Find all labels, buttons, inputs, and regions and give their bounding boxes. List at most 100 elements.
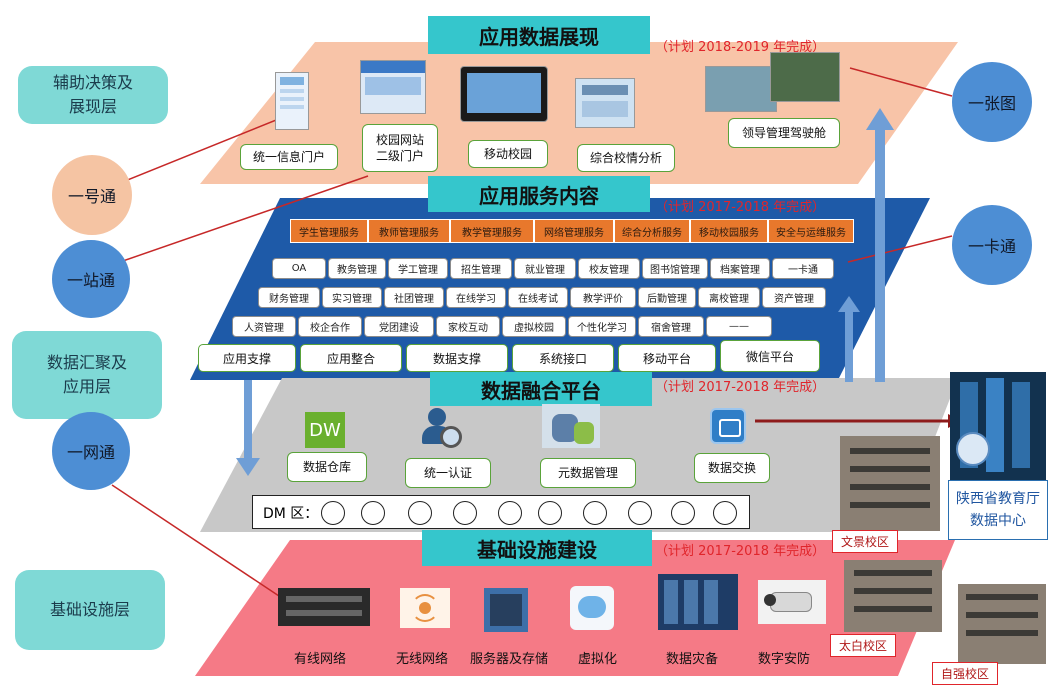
dm-slot — [538, 501, 562, 525]
campus-taibai: 太白校区 — [830, 634, 897, 657]
fusion-plane — [200, 378, 958, 532]
infra-wired: 有线网络 — [294, 652, 347, 667]
app-cell: 教学评价 — [570, 287, 636, 308]
service-tag: 教学管理服务 — [450, 219, 534, 243]
circle-yikatong: 一卡通 — [952, 205, 1032, 285]
dw-icon: DW — [305, 412, 345, 448]
dm-label: DM 区： — [263, 506, 319, 522]
service-tag: 网络管理服务 — [534, 219, 614, 243]
camera-icon — [758, 580, 826, 624]
campus-ziqiang: 自强校区 — [932, 662, 999, 685]
cockpit-photo-thumbnail — [770, 52, 840, 102]
plan-fusion: （计划 2017-2018 年完成） — [655, 380, 826, 395]
service-tag: 移动校园服务 — [690, 219, 768, 243]
app-cell: 离校管理 — [698, 287, 760, 308]
support-cell: 微信平台 — [720, 340, 820, 372]
building-ziqiang — [958, 584, 1046, 664]
service-tag: 安全与运维服务 — [768, 219, 854, 243]
infra-security: 数字安防 — [758, 652, 811, 667]
portal-thumbnail — [275, 72, 309, 130]
infra-virtual: 虚拟化 — [578, 652, 618, 667]
app-cell: 人资管理 — [232, 316, 296, 337]
datacenter-server-image — [950, 372, 1046, 480]
app-cell: 个性化学习 — [568, 316, 636, 337]
cockpit-thumbnail — [705, 66, 777, 112]
server-icon — [484, 588, 528, 632]
connector-line — [119, 111, 297, 184]
item-unified-auth: 统一认证 — [405, 458, 491, 488]
app-cell: 在线考试 — [508, 287, 568, 308]
switch-icon — [278, 588, 370, 626]
infra-wireless: 无线网络 — [396, 652, 449, 667]
campus-wenjing: 文景校区 — [832, 530, 899, 553]
datacenter-icon — [658, 574, 738, 630]
app-cell: 档案管理 — [710, 258, 770, 279]
app-cell: 家校互动 — [436, 316, 500, 337]
app-cell: 校企合作 — [298, 316, 362, 337]
metadata-icon — [542, 404, 600, 448]
connector-line — [119, 175, 369, 263]
app-cell: 校友管理 — [578, 258, 640, 279]
plan-infra: （计划 2017-2018 年完成） — [655, 544, 826, 559]
support-cell: 应用支撑 — [198, 344, 296, 372]
building-taibai — [844, 560, 942, 632]
plan-display: （计划 2018-2019 年完成） — [655, 40, 826, 55]
app-cell: 后勤管理 — [638, 287, 696, 308]
app-cell: 资产管理 — [762, 287, 826, 308]
dm-slot — [671, 501, 695, 525]
layer-data: 数据汇聚及应用层 — [12, 331, 162, 419]
connector-line — [847, 235, 953, 263]
dm-slot — [408, 501, 432, 525]
layer-display: 辅助决策及展现层 — [18, 66, 168, 124]
dm-slot — [453, 501, 477, 525]
app-cell: 财务管理 — [258, 287, 320, 308]
up-arrow-shaft — [875, 130, 885, 382]
down-arrow-head — [236, 458, 260, 476]
up-arrow-head — [838, 296, 860, 312]
item-unified-portal: 统一信息门户 — [240, 144, 338, 170]
dm-slot — [583, 501, 607, 525]
support-cell: 应用整合 — [300, 344, 402, 372]
plan-service: （计划 2017-2018 年完成） — [655, 200, 826, 215]
infra-backup: 数据灾备 — [666, 652, 719, 667]
app-cell: 宿舍管理 — [638, 316, 704, 337]
app-cell: 实习管理 — [322, 287, 382, 308]
support-cell: 数据支撑 — [406, 344, 508, 372]
banner-display: 应用数据展现 — [428, 16, 650, 54]
up-arrow-shaft — [845, 310, 853, 382]
app-cell: 在线学习 — [446, 287, 506, 308]
item-data-warehouse: 数据仓库 — [287, 452, 367, 482]
circle-yiwangtong: 一网通 — [52, 412, 130, 490]
app-cell: 招生管理 — [450, 258, 512, 279]
exchange-icon — [710, 408, 746, 444]
app-cell: 社团管理 — [384, 287, 444, 308]
app-cell: 教务管理 — [328, 258, 386, 279]
app-cell: —— — [706, 316, 772, 337]
item-website-portal: 校园网站二级门户 — [362, 124, 438, 172]
circle-yihaotong: 一号通 — [52, 155, 132, 235]
connector-line — [111, 484, 286, 601]
connector-line — [849, 67, 953, 97]
banner-fusion: 数据融合平台 — [430, 372, 652, 406]
banner-service: 应用服务内容 — [428, 176, 650, 212]
mobile-campus-thumbnail — [460, 66, 548, 122]
auth-icon — [420, 408, 462, 448]
circle-yizhangtu: 一张图 — [952, 62, 1032, 142]
app-cell: OA — [272, 258, 326, 279]
support-cell: 系统接口 — [512, 344, 614, 372]
app-cell: 党团建设 — [364, 316, 434, 337]
dm-slot — [628, 501, 652, 525]
item-leader-cockpit: 领导管理驾驶舱 — [728, 118, 840, 148]
app-cell: 学工管理 — [388, 258, 448, 279]
item-metadata: 元数据管理 — [540, 458, 636, 488]
banner-infra: 基础设施建设 — [422, 530, 652, 566]
wifi-icon — [400, 588, 450, 628]
dm-slot — [321, 501, 345, 525]
analysis-thumbnail — [575, 78, 635, 128]
service-tag: 综合分析服务 — [614, 219, 690, 243]
dm-zone: DM 区： — [252, 495, 750, 529]
dm-slot — [361, 501, 385, 525]
app-cell: 就业管理 — [514, 258, 576, 279]
item-mobile-campus: 移动校园 — [468, 140, 548, 168]
building-wenjing — [840, 436, 940, 531]
